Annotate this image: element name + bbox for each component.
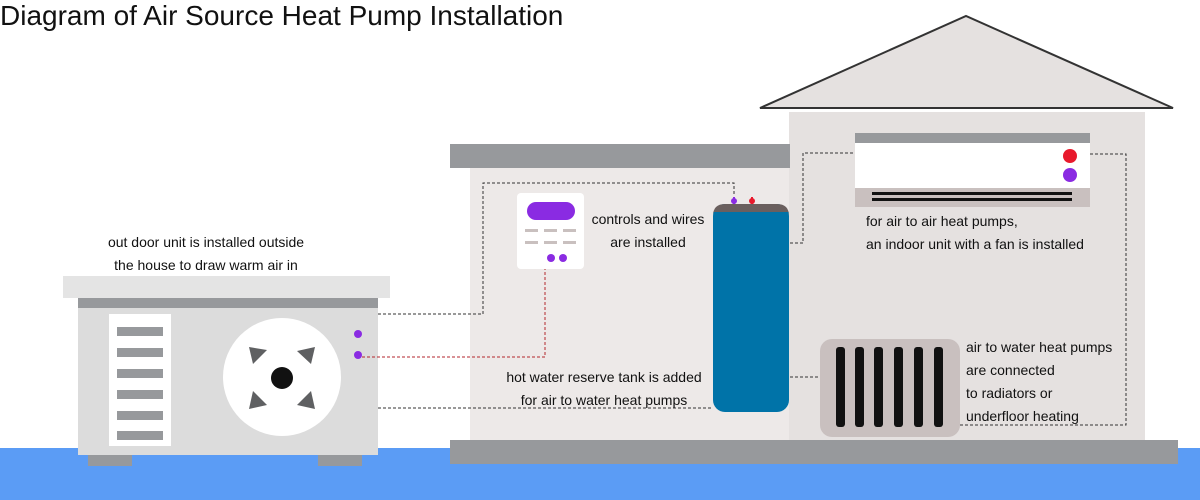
indoor-unit xyxy=(855,133,1090,207)
outdoor-unit xyxy=(63,276,390,466)
indoor-unit-label: for air to air heat pumps, an indoor uni… xyxy=(866,213,1084,252)
radiator xyxy=(820,339,960,437)
purple-indicator-icon xyxy=(1063,168,1077,182)
radiator-label: air to water heat pumps are connected to… xyxy=(966,339,1113,424)
controller-panel xyxy=(517,193,584,269)
extension-roof-slab xyxy=(450,144,790,168)
red-indicator-icon xyxy=(1063,149,1077,163)
page-title: Diagram of Air Source Heat Pump Installa… xyxy=(0,0,564,31)
outdoor-unit-label: out door unit is installed outside the h… xyxy=(107,234,305,273)
floor-slab xyxy=(450,440,1178,464)
house-roof xyxy=(759,14,1174,109)
controls-label: controls and wires are installed xyxy=(591,211,705,250)
hot-water-tank xyxy=(713,197,789,412)
tank-label: hot water reserve tank is added for air … xyxy=(506,369,702,408)
connection-lines xyxy=(362,152,1127,426)
